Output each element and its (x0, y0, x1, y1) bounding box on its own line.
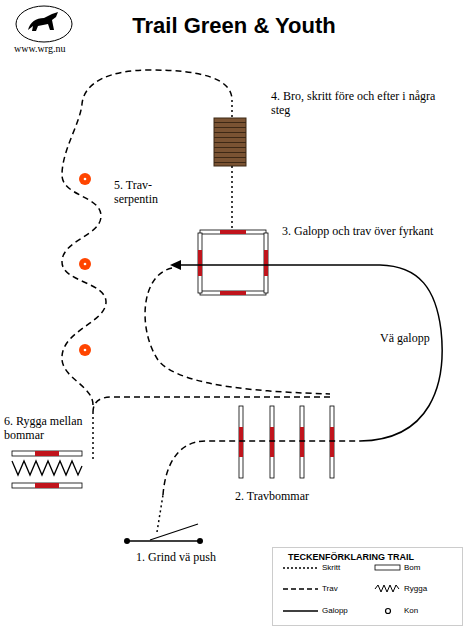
pole (12, 451, 82, 456)
pole-stripe (35, 451, 59, 456)
trot-path (93, 397, 330, 412)
gate-post (197, 538, 203, 544)
legend-heading: TECKENFÖRKLARING TRAIL (288, 552, 414, 563)
cone (79, 258, 91, 270)
trot-sample (283, 588, 318, 590)
trot-poles (239, 406, 334, 478)
cone-dot (84, 178, 87, 181)
gait-label: Vä galopp (380, 331, 430, 345)
backup-poles (12, 451, 82, 488)
obstacle-label: 1. Grind vä push (136, 550, 216, 564)
pole (264, 233, 268, 293)
logo-ring (16, 6, 72, 42)
pole-stripe (239, 427, 243, 457)
pole (300, 406, 304, 478)
cone (79, 173, 91, 185)
pole-stripe (300, 427, 304, 457)
legend-text: Bom (404, 563, 420, 573)
pole (12, 483, 82, 488)
canter-path (180, 265, 442, 441)
trot-loop (145, 268, 330, 394)
bridge (214, 118, 246, 166)
pole-stripe (330, 427, 334, 457)
route (62, 70, 442, 532)
trot-path (163, 441, 360, 495)
legend-text: Kon (404, 606, 418, 616)
legend-text: Trav (322, 584, 338, 594)
walk-sample (283, 567, 318, 569)
pole-square (198, 230, 268, 295)
pole-stripe (35, 483, 59, 488)
legend-box (273, 548, 463, 626)
cone-dot (84, 349, 87, 352)
walk-path (231, 100, 233, 118)
pole-stripe (220, 291, 246, 295)
backup-path (92, 412, 94, 462)
pole (200, 291, 266, 295)
pole (239, 406, 243, 478)
gate (124, 524, 203, 544)
cone-dot (84, 263, 87, 266)
pole-stripe (198, 250, 202, 276)
cone-sample (386, 609, 391, 614)
obstacle-label: 4. Bro, skritt före och efter i några st… (271, 89, 449, 117)
obstacle-label: 3. Galopp och trav över fyrkant (282, 224, 433, 238)
obstacle-label: 2. Travbommar (235, 489, 309, 503)
cone (79, 344, 91, 356)
backup-sample (375, 585, 399, 592)
walk-path (231, 166, 233, 229)
walk-path (157, 495, 163, 532)
pole-stripe (264, 250, 268, 276)
obstacle-label: 5. Trav-serpentin (114, 178, 180, 206)
website-url: www.wrg.nu (14, 43, 65, 55)
legend-text: Rygga (404, 584, 427, 594)
pole (200, 230, 266, 234)
pole (330, 406, 334, 478)
pole-stripe (270, 427, 274, 457)
pole (198, 233, 202, 293)
horse-silhouette (28, 12, 58, 31)
gate-line (127, 540, 200, 541)
legend (273, 548, 463, 626)
canter-sample (283, 610, 318, 612)
legend-text: Skritt (322, 563, 340, 573)
obstacle-label: 6. Rygga mellan bommar (4, 414, 88, 442)
pole (270, 406, 274, 478)
pole-sample (375, 565, 400, 570)
cones (79, 173, 91, 356)
legend-text: Galopp (322, 606, 348, 616)
page-title: Trail Green & Youth (0, 13, 468, 39)
gate-post (124, 538, 130, 544)
serpentine-path (62, 70, 232, 405)
club-logo (16, 6, 72, 42)
backup-zigzag (12, 461, 82, 475)
pole-stripe (220, 230, 246, 234)
arrowhead (170, 260, 181, 270)
